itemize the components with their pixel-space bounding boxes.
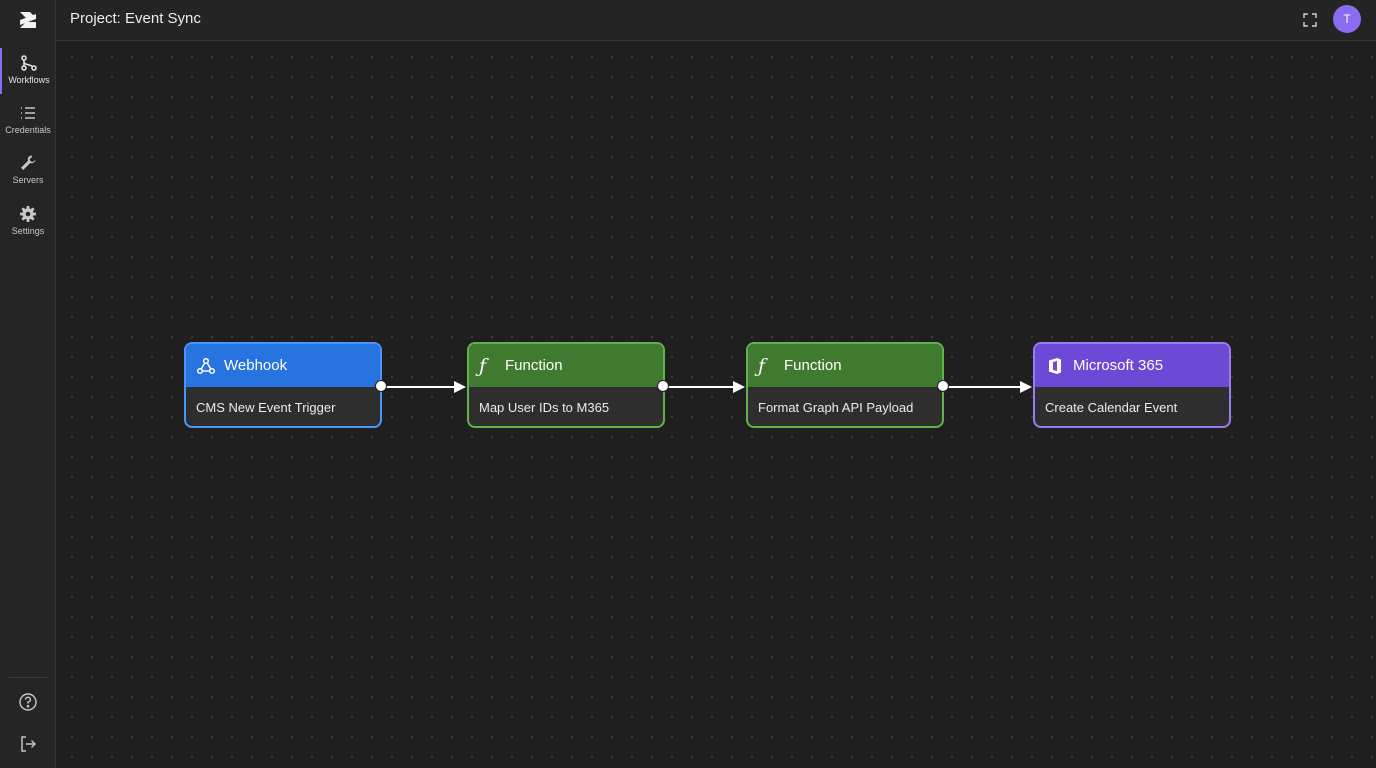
workflow-node-webhook[interactable]: Webhook CMS New Event Trigger (184, 342, 382, 428)
node-label: Create Calendar Event (1045, 400, 1178, 415)
node-title: Webhook (224, 357, 288, 374)
node-title: Function (505, 357, 563, 374)
top-header: Project: Event Sync T (56, 0, 1376, 41)
node-title: Function (784, 357, 842, 374)
connector-edge (944, 381, 1032, 393)
sidebar-item-label: Credentials (5, 125, 51, 135)
app-logo-icon[interactable] (16, 8, 40, 32)
logout-icon[interactable] (18, 734, 38, 754)
node-label: Format Graph API Payload (758, 400, 914, 415)
wrench-icon (21, 155, 36, 170)
sidebar-item-label: Settings (11, 226, 45, 236)
office-icon (1049, 357, 1061, 374)
connector-edge (664, 381, 745, 393)
workflow-icon (21, 55, 37, 71)
node-header: Microsoft 365 (1035, 344, 1229, 387)
avatar[interactable]: T (1333, 5, 1361, 33)
help-icon[interactable] (18, 692, 38, 712)
node-title: Microsoft 365 (1073, 357, 1164, 374)
fullscreen-icon[interactable] (1301, 11, 1319, 29)
sidebar: Workflows Credentials Servers (0, 0, 56, 768)
sidebar-item-workflows[interactable]: Workflows (0, 48, 56, 94)
workflow-node-microsoft-365[interactable]: Microsoft 365 Create Calendar Event (1033, 342, 1231, 428)
node-header: ƒ Function (469, 344, 663, 387)
connector-edge (382, 381, 466, 393)
node-label: CMS New Event Trigger (196, 400, 336, 415)
output-port[interactable] (657, 380, 669, 392)
function-icon: ƒ (479, 354, 487, 377)
sidebar-item-credentials[interactable]: Credentials (0, 98, 56, 144)
sidebar-item-servers[interactable]: Servers (0, 148, 56, 194)
sidebar-divider (9, 677, 47, 678)
workflow-node-function-format[interactable]: ƒ Function Format Graph API Payload (746, 342, 944, 428)
webhook-icon (196, 357, 216, 374)
node-header: Webhook (186, 344, 380, 387)
page-title: Project: Event Sync (70, 10, 201, 27)
gear-icon (20, 206, 36, 222)
list-icon (21, 107, 35, 119)
output-port[interactable] (375, 380, 387, 392)
sidebar-item-settings[interactable]: Settings (0, 199, 56, 245)
sidebar-item-label: Workflows (8, 75, 50, 85)
node-label: Map User IDs to M365 (479, 400, 610, 415)
node-header: ƒ Function (748, 344, 942, 387)
function-icon: ƒ (758, 354, 766, 377)
sidebar-item-label: Servers (12, 175, 44, 185)
workflow-node-function-map[interactable]: ƒ Function Map User IDs to M365 (467, 342, 665, 428)
output-port[interactable] (937, 380, 949, 392)
